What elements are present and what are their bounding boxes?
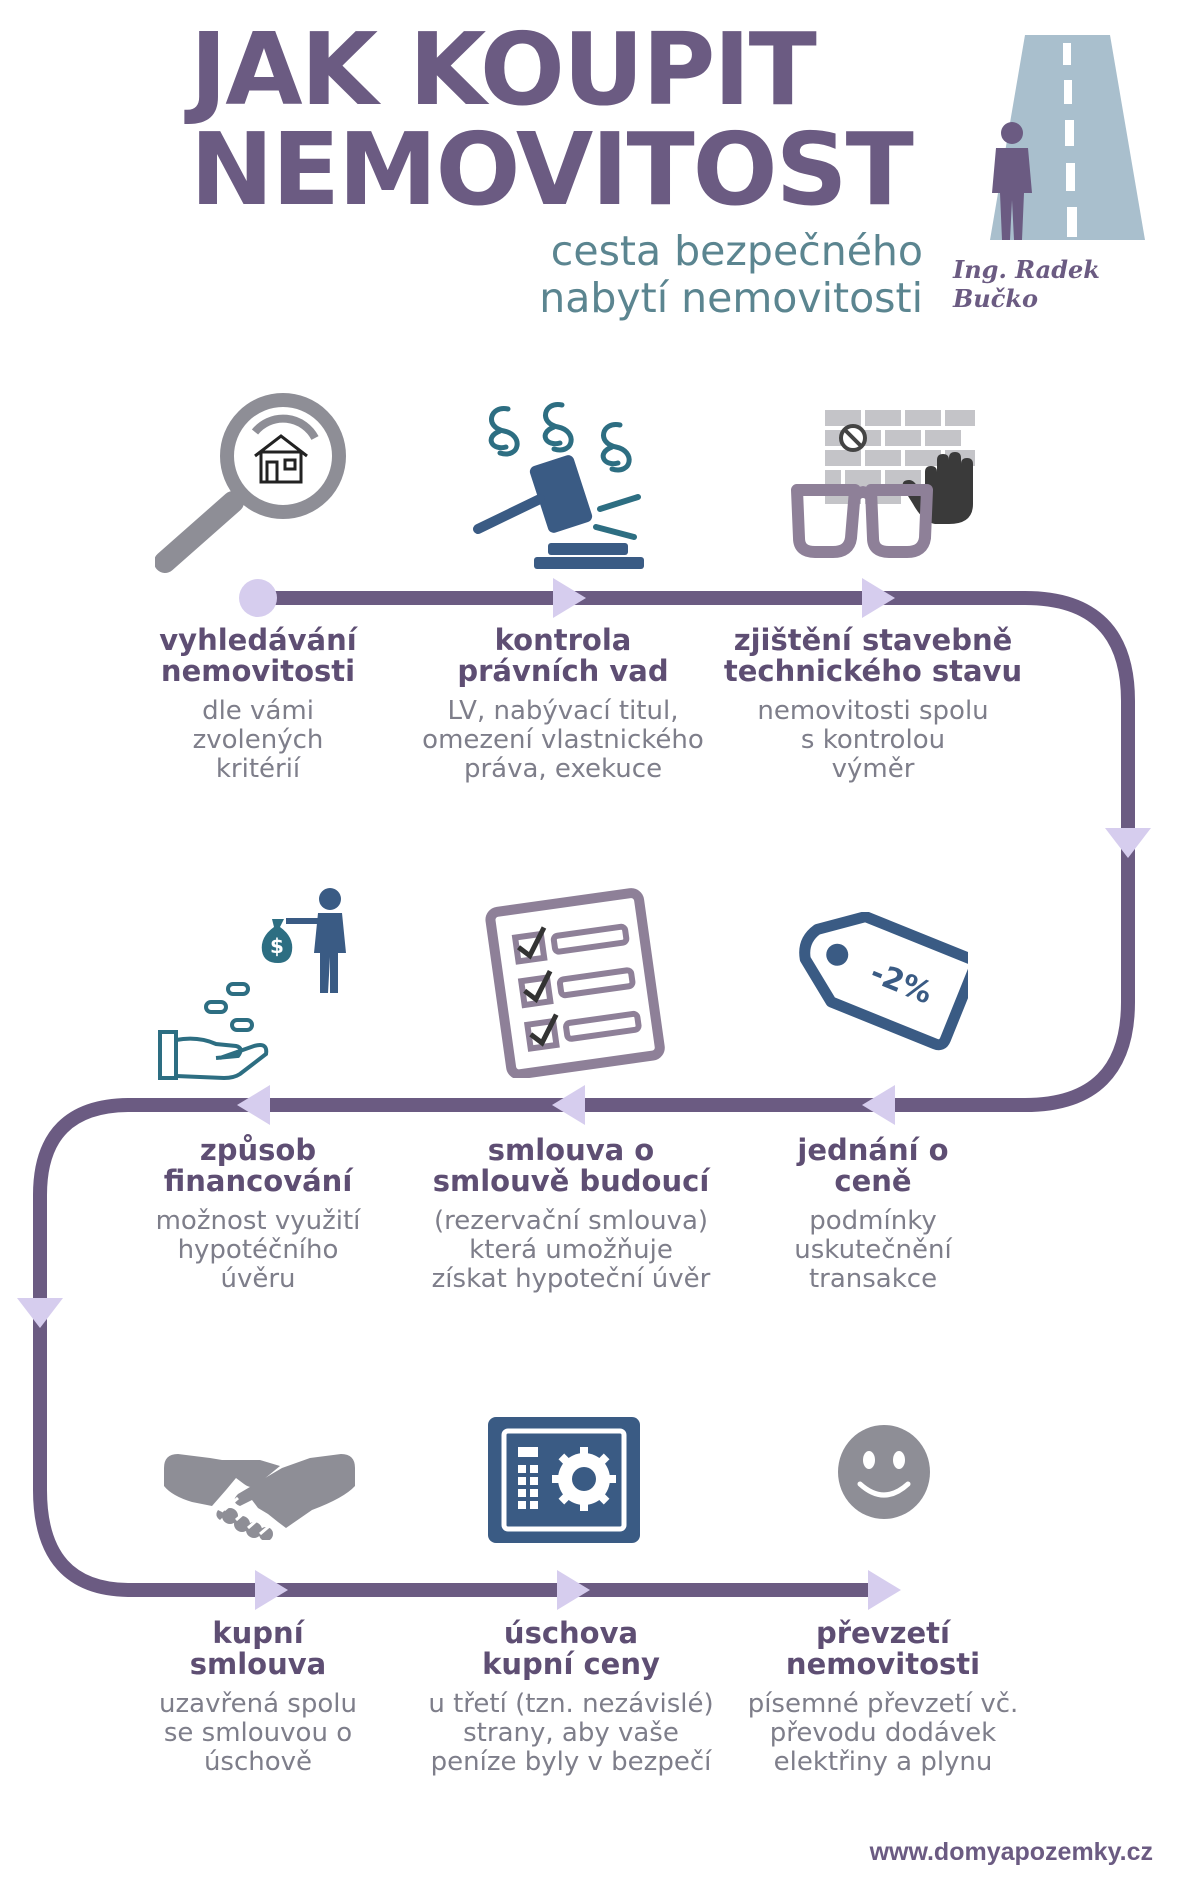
subtitle: cesta bezpečného nabytí nemovitosti <box>403 228 923 322</box>
subtitle-line-1: cesta bezpečného <box>550 227 923 275</box>
path-arrow <box>557 1570 590 1610</box>
website-url: www.domyapozemky.cz <box>869 1838 1153 1866</box>
glasses-wall-icon <box>791 410 975 558</box>
title-line-2: NEMOVITOST <box>190 111 914 228</box>
magnifier-house-icon <box>155 393 346 573</box>
path-arrow <box>552 1085 585 1125</box>
discount-tag-icon: -2% <box>799 912 968 1051</box>
money-bag-symbol: $ <box>270 934 284 958</box>
path-arrow <box>862 1085 895 1125</box>
path-arrow <box>553 578 586 618</box>
gavel-paragraph-icon <box>473 402 644 569</box>
path-arrow <box>255 1570 288 1610</box>
path-arrow <box>1105 828 1151 858</box>
subtitle-line-2: nabytí nemovitosti <box>539 274 923 322</box>
road-logo-icon <box>990 35 1145 240</box>
money-bag-man-icon: $ <box>261 888 346 993</box>
safe-icon <box>488 1417 640 1555</box>
path-start-dot <box>239 579 277 617</box>
path-arrow <box>862 578 895 618</box>
step-description: u třetí (tzn. nezávislé)strany, aby vaše… <box>428 1689 714 1777</box>
path-arrow <box>237 1085 270 1125</box>
title-line-1: JAK KOUPIT <box>190 11 817 128</box>
smiley-icon <box>838 1425 930 1519</box>
handshake-icon <box>164 1454 355 1540</box>
author-signature: Ing. Radek Bučko <box>953 255 1100 313</box>
path-arrow <box>17 1298 63 1328</box>
checklist-icon <box>485 888 665 1078</box>
discount-tag-text: -2% <box>865 955 937 1011</box>
page-title: JAK KOUPIT NEMOVITOST <box>190 11 914 228</box>
path-arrow <box>868 1570 901 1610</box>
coins-hand-icon <box>158 982 269 1081</box>
